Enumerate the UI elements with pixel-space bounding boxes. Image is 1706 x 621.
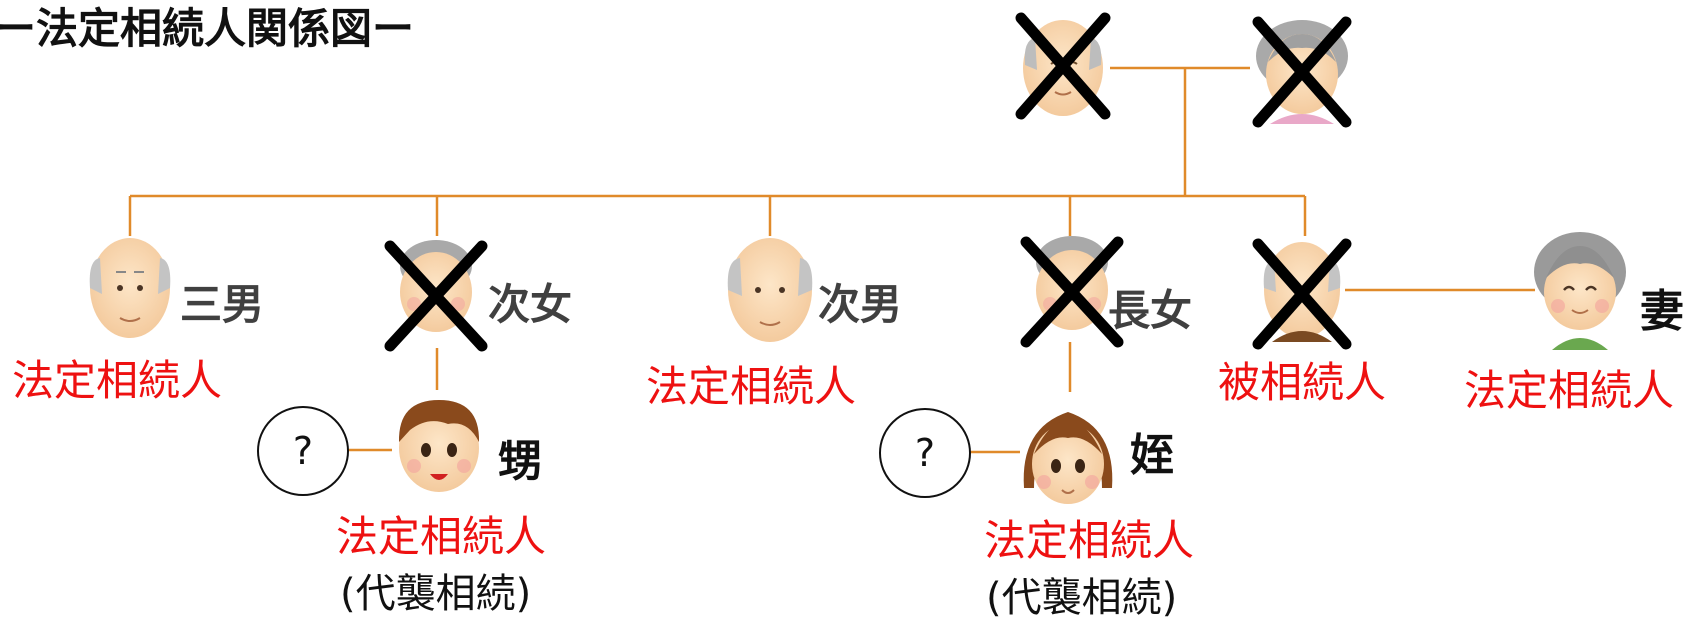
girl-icon (1023, 412, 1113, 504)
deceased-cross-icon (1020, 236, 1124, 348)
second-son-figure (727, 238, 813, 342)
nephew-role-label: 甥 (498, 436, 542, 487)
deceased-cross-icon (1015, 12, 1111, 120)
third-son-status-label: 法定相続人 (12, 356, 223, 405)
deceased-cross-icon (1252, 16, 1352, 128)
elderly-man-icon (89, 238, 171, 338)
deceased-cross-icon (384, 240, 488, 352)
third-son-figure (89, 238, 171, 338)
niece-role-label: 姪 (1130, 430, 1174, 481)
nephew-status-label: 法定相続人 (336, 512, 547, 561)
niece-figure (1023, 412, 1113, 504)
deceased-cross-icon (1252, 238, 1352, 350)
eldest-daughter-role-label: 長女 (1108, 286, 1193, 335)
third-son-role-label: 三男 (180, 280, 265, 329)
unknown-partner-circle: ? (879, 408, 971, 498)
unknown-mark: ? (293, 429, 313, 473)
nephew-figure (398, 400, 480, 492)
boy-icon (398, 400, 480, 492)
decedent-status-label: 被相続人 (1218, 358, 1387, 407)
niece-status-label: 法定相続人 (984, 516, 1195, 565)
wife-role-label: 妻 (1640, 286, 1684, 337)
second-daughter-figure (384, 240, 488, 352)
eldest-daughter-figure (1020, 236, 1124, 348)
decedent-figure (1252, 238, 1352, 350)
second-son-role-label: 次男 (818, 280, 903, 329)
diagram-title: ー法定相続人関係図ー (0, 4, 415, 53)
grandfather-figure (1015, 12, 1111, 120)
nephew-representation-label: (代襲相続) (340, 571, 532, 617)
wife-figure (1534, 232, 1626, 350)
second-son-status-label: 法定相続人 (646, 362, 857, 411)
wife-status-label: 法定相続人 (1464, 366, 1675, 415)
elderly-woman-icon (1534, 232, 1626, 350)
niece-representation-label: (代襲相続) (986, 575, 1178, 621)
elderly-man-icon (727, 238, 813, 342)
unknown-partner-circle: ? (257, 406, 349, 496)
second-daughter-role-label: 次女 (488, 280, 573, 329)
unknown-mark: ? (915, 431, 935, 475)
grandmother-figure (1252, 16, 1352, 128)
